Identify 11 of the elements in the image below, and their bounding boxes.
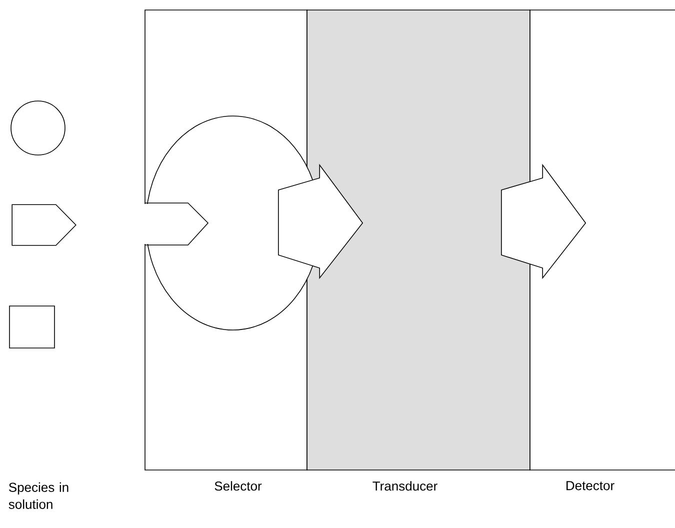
block-arrow <box>278 164 364 280</box>
species-label: Species in solution <box>8 482 68 509</box>
node-label: Detector <box>566 481 614 490</box>
block-arrow <box>501 164 586 280</box>
layer-band: Detector <box>530 10 675 490</box>
layer-band: Transducer <box>306 10 530 491</box>
node-label: Selector <box>214 481 262 491</box>
node-label: Transducer <box>372 481 438 491</box>
species-circle <box>10 100 66 156</box>
species-square <box>9 306 55 348</box>
species-pentagon <box>12 204 76 246</box>
